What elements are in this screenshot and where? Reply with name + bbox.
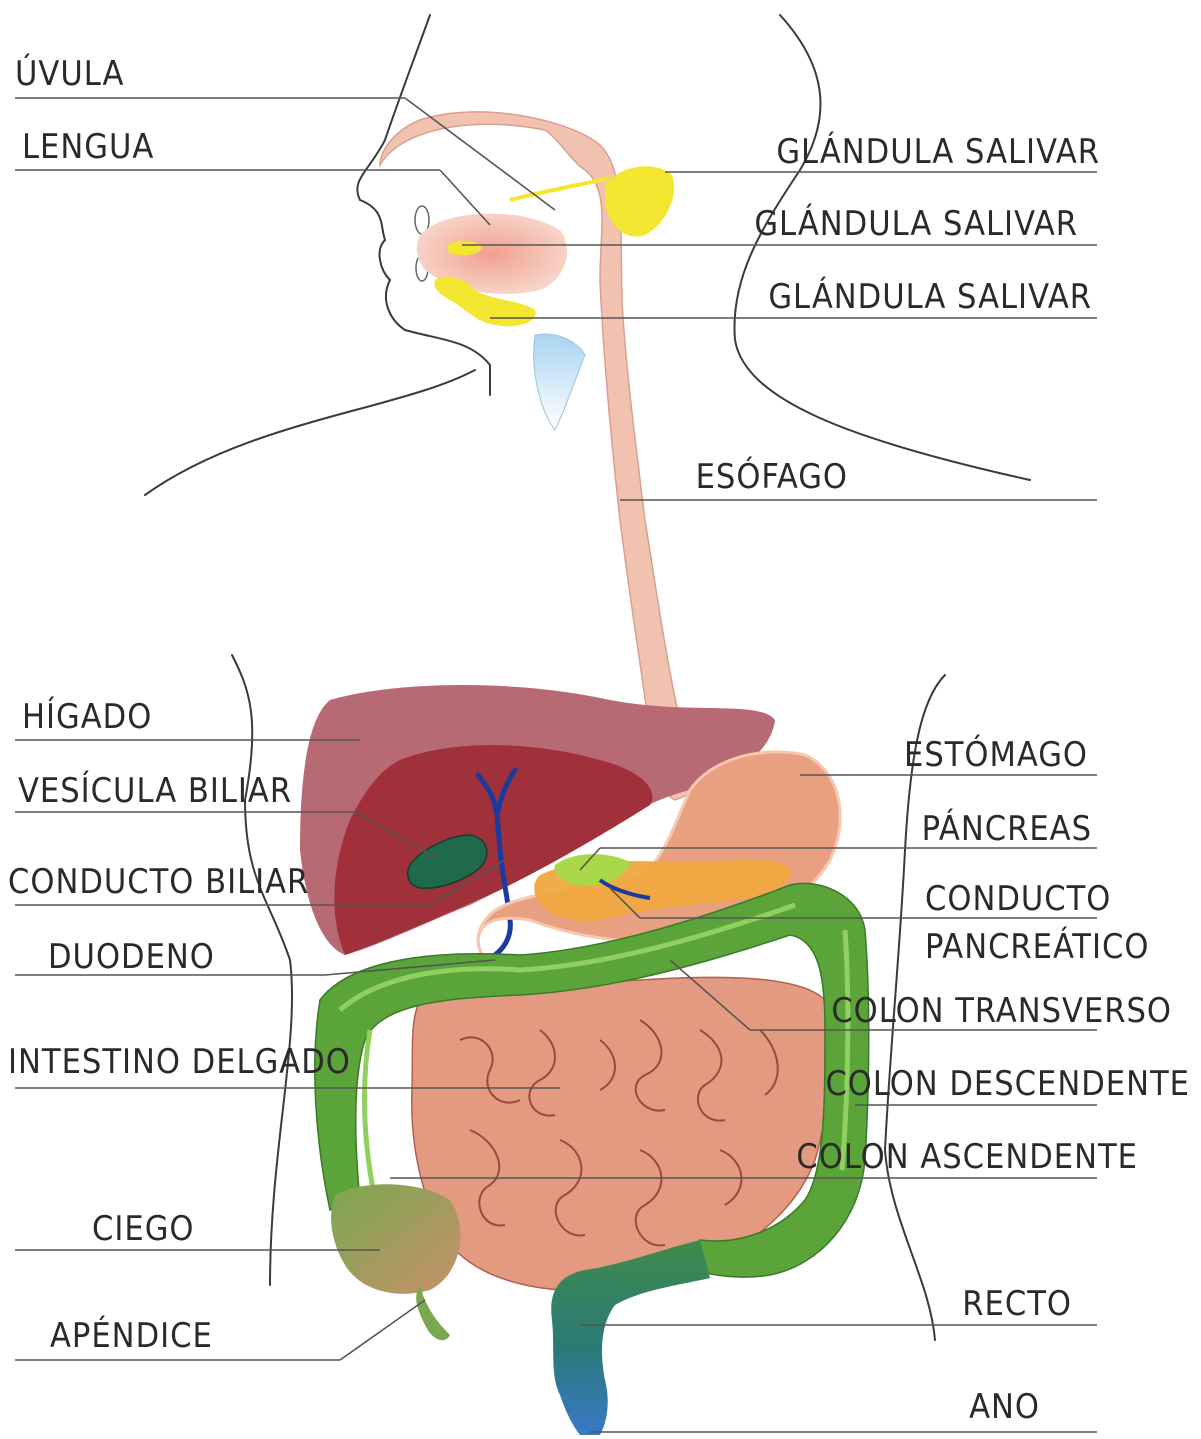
label-colon-descendente: COLON DESCENDENTE (825, 1064, 1190, 1104)
label-glandula-salivar-1: GLÁNDULA SALIVAR (776, 131, 1100, 172)
label-pancreas: PÁNCREAS (922, 808, 1092, 849)
label-conducto-biliar: CONDUCTO BILIAR (8, 862, 309, 902)
label-ano: ANO (969, 1387, 1040, 1427)
label-conducto-pancreatico-2: PANCREÁTICO (925, 926, 1149, 967)
label-ciego: CIEGO (92, 1209, 194, 1249)
appendix (416, 1285, 450, 1340)
label-esofago: ESÓFAGO (696, 456, 848, 497)
label-colon-ascendente: COLON ASCENDENTE (796, 1137, 1138, 1177)
label-colon-transverso: COLON TRANSVERSO (831, 991, 1172, 1031)
label-estomago: ESTÓMAGO (904, 734, 1088, 775)
left-labels: ÚVULA LENGUA HÍGADO VESÍCULA BILIAR COND… (8, 53, 351, 1356)
label-lengua: LENGUA (22, 127, 154, 167)
label-glandula-salivar-3: GLÁNDULA SALIVAR (768, 276, 1092, 317)
label-higado: HÍGADO (22, 696, 152, 737)
label-glandula-salivar-2: GLÁNDULA SALIVAR (754, 203, 1078, 244)
label-conducto-pancreatico-1: CONDUCTO (925, 879, 1111, 919)
cecum (331, 1184, 460, 1294)
label-intestino-delgado: INTESTINO DELGADO (8, 1042, 351, 1082)
label-vesicula-biliar: VESÍCULA BILIAR (18, 770, 292, 811)
label-duodeno: DUODENO (48, 937, 215, 977)
label-apendice: APÉNDICE (50, 1315, 213, 1356)
label-uvula: ÚVULA (15, 53, 124, 94)
label-recto: RECTO (962, 1284, 1072, 1324)
trachea (534, 334, 585, 430)
